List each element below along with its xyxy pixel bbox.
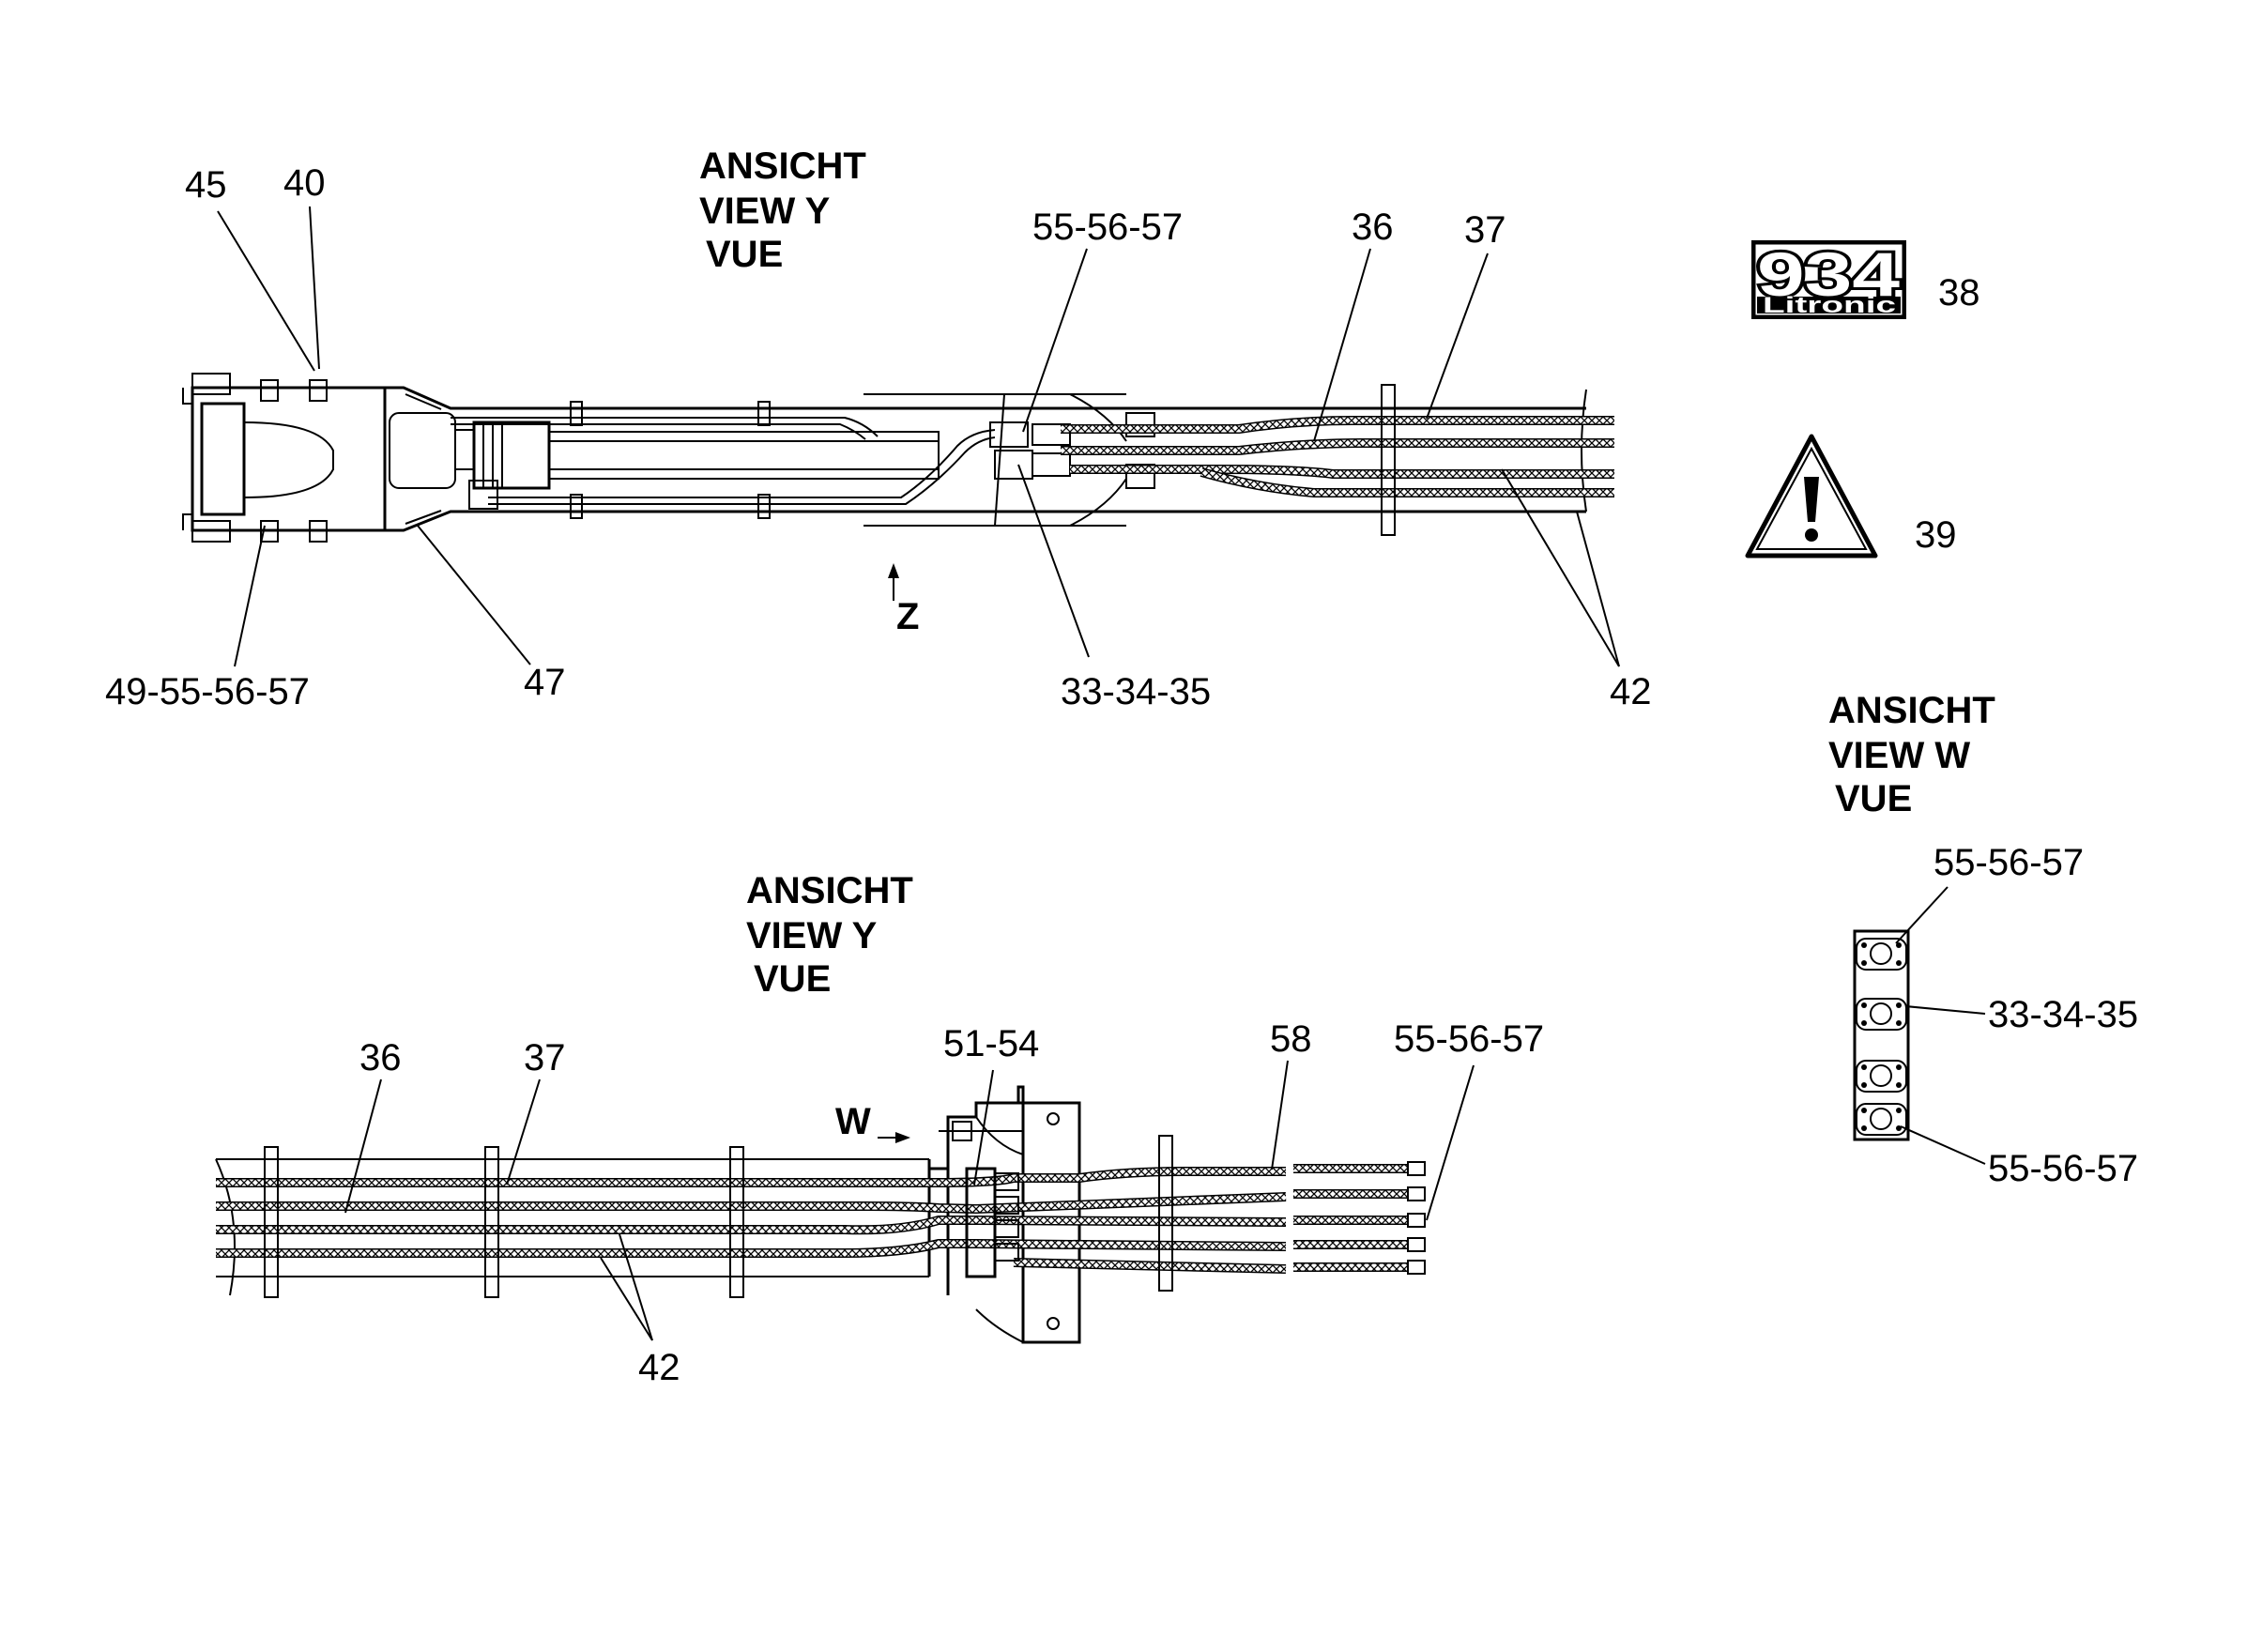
view-w-arrow: W (835, 1101, 910, 1143)
callout-40: 40 (283, 162, 326, 204)
callout-47: 47 (524, 662, 566, 703)
boom-head-fork (182, 373, 387, 543)
heading-line-2: VIEW W (1828, 735, 1970, 776)
callout-58: 58 (1270, 1018, 1312, 1060)
callout-33-34-35-top: 33-34-35 (1061, 671, 1211, 712)
heading-line-2: VIEW Y (746, 915, 878, 956)
boom-body (385, 386, 1587, 532)
heading-line-1: ANSICHT (1828, 690, 1995, 731)
callout-42-top: 42 (1610, 671, 1652, 712)
flange-port (1856, 1103, 1907, 1136)
hose-clamps-bottom (264, 1135, 1173, 1298)
callout-49-55-56-57: 49-55-56-57 (105, 671, 310, 712)
manifold-plate-view-w (1853, 929, 1910, 1141)
bottom-view-heading: ANSICHT VIEW Y VUE (746, 870, 913, 1000)
hydraulic-cylinder (389, 412, 940, 510)
callout-39: 39 (1915, 514, 1957, 556)
callout-33-34-35-side: 33-34-35 (1988, 994, 2138, 1035)
litronic-logo: 934 Litronic (1751, 237, 1906, 319)
callout-55-56-57-top: 55-56-57 (1032, 206, 1183, 248)
logo-brand: Litronic (1763, 293, 1896, 318)
heading-line-1: ANSICHT (746, 870, 913, 911)
callout-38: 38 (1938, 272, 1980, 314)
hose-ends-bottom (1293, 1161, 1426, 1275)
top-view-boom: Z (182, 373, 1614, 637)
bottom-view-boom (215, 1085, 1081, 1344)
callout-55-56-57-bottom: 55-56-57 (1394, 1018, 1544, 1060)
flange-port (1856, 1060, 1907, 1093)
callout-55-56-57-side-a: 55-56-57 (1933, 842, 2084, 883)
rigid-pipes (451, 417, 996, 505)
heading-line-3: VUE (706, 234, 783, 275)
heading-line-1: ANSICHT (699, 145, 866, 187)
callout-36-top: 36 (1352, 206, 1394, 248)
callout-37-top: 37 (1464, 209, 1506, 251)
callout-36-bottom: 36 (359, 1037, 402, 1078)
callout-37-bottom: 37 (524, 1037, 566, 1078)
callout-45: 45 (185, 164, 227, 206)
top-view-heading: ANSICHT VIEW Y VUE (699, 145, 866, 275)
flange-port (1856, 998, 1907, 1031)
hose-bundle-bottom (216, 1167, 1287, 1274)
flange-port (1856, 938, 1907, 971)
top-view-callouts: 45 40 55-56-57 36 37 49-55-56-57 47 33-3… (105, 162, 1652, 712)
view-z-label: Z (896, 596, 919, 637)
view-w-label: W (835, 1101, 871, 1142)
warning-triangle-icon (1745, 434, 1878, 558)
callout-42-bottom: 42 (638, 1347, 680, 1388)
heading-line-3: VUE (754, 958, 831, 1000)
side-view-callouts: 55-56-57 33-34-35 55-56-57 (1895, 842, 2138, 1189)
side-view-heading: ANSICHT VIEW W VUE (1828, 690, 1995, 819)
callout-55-56-57-side-b: 55-56-57 (1988, 1148, 2138, 1189)
hose-bundle-top (1061, 384, 1614, 536)
heading-line-3: VUE (1835, 778, 1912, 819)
view-z-arrow: Z (888, 563, 919, 637)
manifold-block-bottom (965, 1167, 1019, 1278)
bottom-view-callouts: 36 37 51-54 58 55-56-57 42 (344, 1018, 1544, 1388)
heading-line-2: VIEW Y (699, 191, 831, 232)
callout-51-54: 51-54 (943, 1023, 1039, 1064)
